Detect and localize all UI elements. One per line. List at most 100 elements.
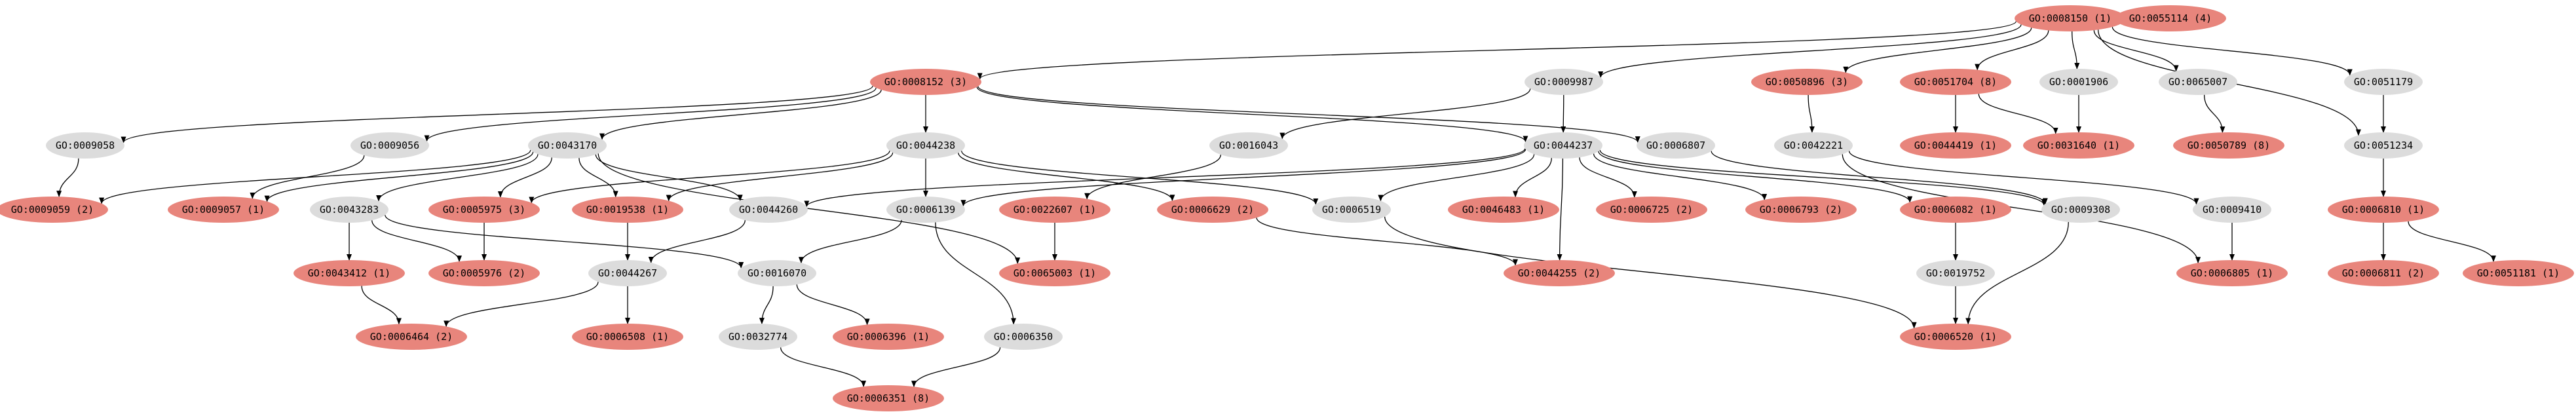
node-label: GO:0006629 (2) (1171, 204, 1254, 216)
edge-path (597, 153, 1021, 265)
edge (1965, 221, 2069, 325)
edge-path (666, 152, 894, 202)
edge (121, 85, 873, 143)
node-label: GO:0006811 (2) (2342, 267, 2425, 279)
node-label: GO:0043170 (538, 140, 597, 151)
go-term-node: GO:0006520 (1) (1900, 324, 2011, 350)
node-ellipse (738, 260, 816, 286)
node-label: GO:0043283 (320, 204, 379, 216)
edge (977, 86, 1640, 143)
edge (2072, 31, 2080, 69)
go-term-node: GO:0055114 (4) (2115, 5, 2226, 31)
edge-path (2072, 31, 2080, 69)
go-term-node: GO:0006519 (1312, 197, 1391, 223)
go-term-node: GO:0006793 (2) (1745, 197, 1857, 223)
edge (1593, 153, 1768, 200)
edge-path (497, 157, 552, 198)
node-label: GO:0051234 (2354, 140, 2413, 151)
node-label: GO:0006396 (1) (847, 331, 930, 343)
node-label: GO:0005975 (3) (443, 204, 525, 216)
node-ellipse (294, 260, 405, 286)
node-ellipse (2463, 260, 2574, 286)
edge (1256, 217, 1518, 266)
go-term-node: GO:0006082 (1) (1900, 197, 2011, 223)
edge (1843, 28, 2032, 73)
edge (1378, 154, 1535, 202)
node-label: GO:0016070 (748, 267, 806, 279)
node-ellipse (1900, 324, 2011, 350)
edge (578, 158, 618, 198)
node-ellipse (719, 324, 797, 350)
edge-path (780, 347, 867, 388)
go-term-node: GO:0044238 (886, 132, 965, 159)
edge-path (56, 158, 79, 198)
node-label: GO:0009057 (1) (182, 204, 265, 216)
go-term-node: GO:0044419 (1) (1900, 132, 2011, 159)
node-ellipse (1596, 197, 1707, 223)
node-ellipse (729, 197, 808, 223)
go-term-node: GO:0009057 (1) (168, 197, 279, 223)
node-label: GO:0065007 (2169, 76, 2227, 88)
go-term-node: GO:0019752 (1916, 260, 1995, 286)
edge-path (1598, 151, 1913, 203)
node-label: GO:0044419 (1) (1914, 140, 1997, 151)
edge-path (578, 158, 618, 198)
node-ellipse (572, 197, 683, 223)
edge-path (798, 219, 902, 264)
node-label: GO:0009059 (2) (11, 204, 94, 216)
go-term-node: GO:0043283 (310, 197, 388, 223)
edge-path (2112, 26, 2353, 76)
node-ellipse (588, 260, 667, 286)
node-label: GO:0044237 (1534, 140, 1593, 151)
edge-path (264, 151, 534, 202)
node-label: GO:0009987 (1534, 76, 1593, 88)
go-term-node: GO:0031640 (1) (2023, 132, 2134, 159)
edge (2203, 94, 2226, 134)
edge (595, 154, 743, 202)
node-ellipse (2159, 69, 2237, 95)
edge-path (529, 150, 890, 204)
node-label: GO:0009308 (2051, 204, 2110, 216)
edge-path (599, 89, 882, 140)
node-ellipse (356, 324, 467, 350)
edge (1808, 94, 1815, 133)
edge-path (2203, 94, 2226, 134)
node-ellipse (1504, 260, 1615, 286)
go-term-node: GO:0005975 (3) (428, 197, 540, 223)
node-ellipse (1525, 69, 1603, 95)
node-ellipse (572, 324, 683, 350)
node-label: GO:0008150 (1) (2029, 12, 2112, 24)
go-term-node: GO:0009987 (1525, 69, 1603, 95)
go-term-node: GO:0005976 (2) (428, 260, 540, 286)
go-term-node: GO:0006508 (1) (572, 324, 683, 350)
node-label: GO:0006725 (2) (1610, 204, 1693, 216)
go-term-node: GO:0019538 (1) (572, 197, 683, 223)
node-ellipse (833, 324, 944, 350)
edge-path (371, 220, 462, 263)
node-ellipse (1751, 69, 1863, 95)
go-term-node: GO:0051704 (8) (1900, 69, 2011, 95)
node-label: GO:0051704 (8) (1914, 76, 1997, 88)
node-label: GO:0006464 (2) (370, 331, 453, 343)
edge-path (1593, 153, 1768, 200)
edge (385, 214, 744, 269)
edge-path (2408, 221, 2496, 263)
edge (2093, 30, 2179, 72)
go-term-node: GO:0006810 (1) (2328, 197, 2439, 223)
node-ellipse (886, 132, 965, 159)
edge-path (1711, 151, 2048, 205)
go-term-node: GO:0065003 (1) (999, 260, 1110, 286)
edge (264, 151, 534, 202)
edge-path (960, 149, 1526, 207)
edge (780, 347, 867, 388)
node-ellipse (1209, 132, 1288, 159)
node-ellipse (350, 132, 429, 159)
node-label: GO:0009056 (360, 140, 419, 151)
node-ellipse (2039, 69, 2118, 95)
go-term-node: GO:0006725 (2) (1596, 197, 1707, 223)
go-term-node: GO:0009058 (46, 132, 124, 159)
go-term-node: GO:0016070 (738, 260, 816, 286)
node-ellipse (1524, 132, 1602, 159)
node-label: GO:0009058 (56, 140, 115, 151)
node-ellipse (46, 132, 124, 159)
